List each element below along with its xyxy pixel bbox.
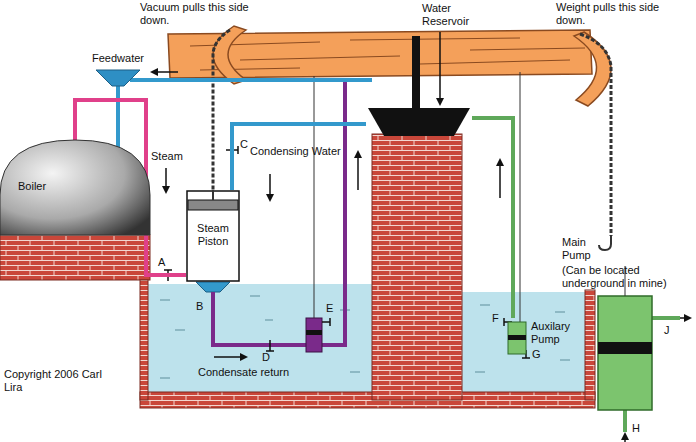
boiler: Boiler: [0, 140, 150, 235]
main-pump: Main Pump(Can be located underground in …: [558, 236, 692, 416]
pool: [462, 292, 585, 392]
annotation: Vacuum pulls this side down.: [140, 1, 274, 27]
pipe: [472, 118, 513, 318]
chain: [213, 30, 611, 236]
node-label: Steam Piston: [186, 222, 240, 248]
callout-letter: H: [632, 422, 642, 435]
flow-arrow: [680, 317, 690, 319]
callout-letter: E: [326, 302, 336, 315]
pool: [148, 284, 372, 392]
water-reservoir: Water Reservoir: [366, 0, 472, 136]
callout-letter: C: [240, 138, 250, 151]
annotation: Steam: [151, 150, 191, 163]
node-label: Boiler: [18, 180, 78, 193]
brick-wall: [0, 134, 595, 408]
chain-hook: [599, 236, 611, 250]
annotation: Feedwater: [92, 52, 154, 65]
valve: [164, 146, 530, 358]
annotation: Condensing Water: [250, 145, 341, 158]
auxiliary-pump: Auxilary Pump: [505, 318, 585, 360]
node-label: (Can be located underground in mine): [562, 264, 688, 290]
steam-piston: Steam Piston: [186, 190, 240, 282]
callout-letter: D: [262, 351, 272, 364]
main-pump-shape: [558, 236, 692, 416]
node-label: Auxilary Pump: [531, 320, 585, 346]
pipe: [232, 124, 366, 190]
return-pump-piston: [306, 330, 322, 335]
callout-letter: J: [664, 324, 674, 337]
node-label: Water Reservoir: [422, 2, 472, 28]
flow-arrow: [152, 71, 178, 73]
callout-letter: G: [532, 348, 542, 361]
annotation: Copyright 2006 Carl Lira: [4, 368, 120, 394]
flow-arrow: [624, 434, 626, 442]
callout-letter: F: [492, 312, 502, 325]
callout-letter: B: [196, 300, 206, 313]
condenser-outlet: [196, 282, 230, 292]
flow-arrow: [166, 152, 500, 357]
rocking-beam: [168, 26, 611, 106]
return-pump: [306, 318, 322, 352]
annotation: Weight pulls this side down.: [556, 1, 690, 27]
node-label: Main Pump: [562, 236, 604, 262]
callout-letter: A: [158, 256, 168, 269]
annotation: Condensate return: [198, 366, 310, 379]
